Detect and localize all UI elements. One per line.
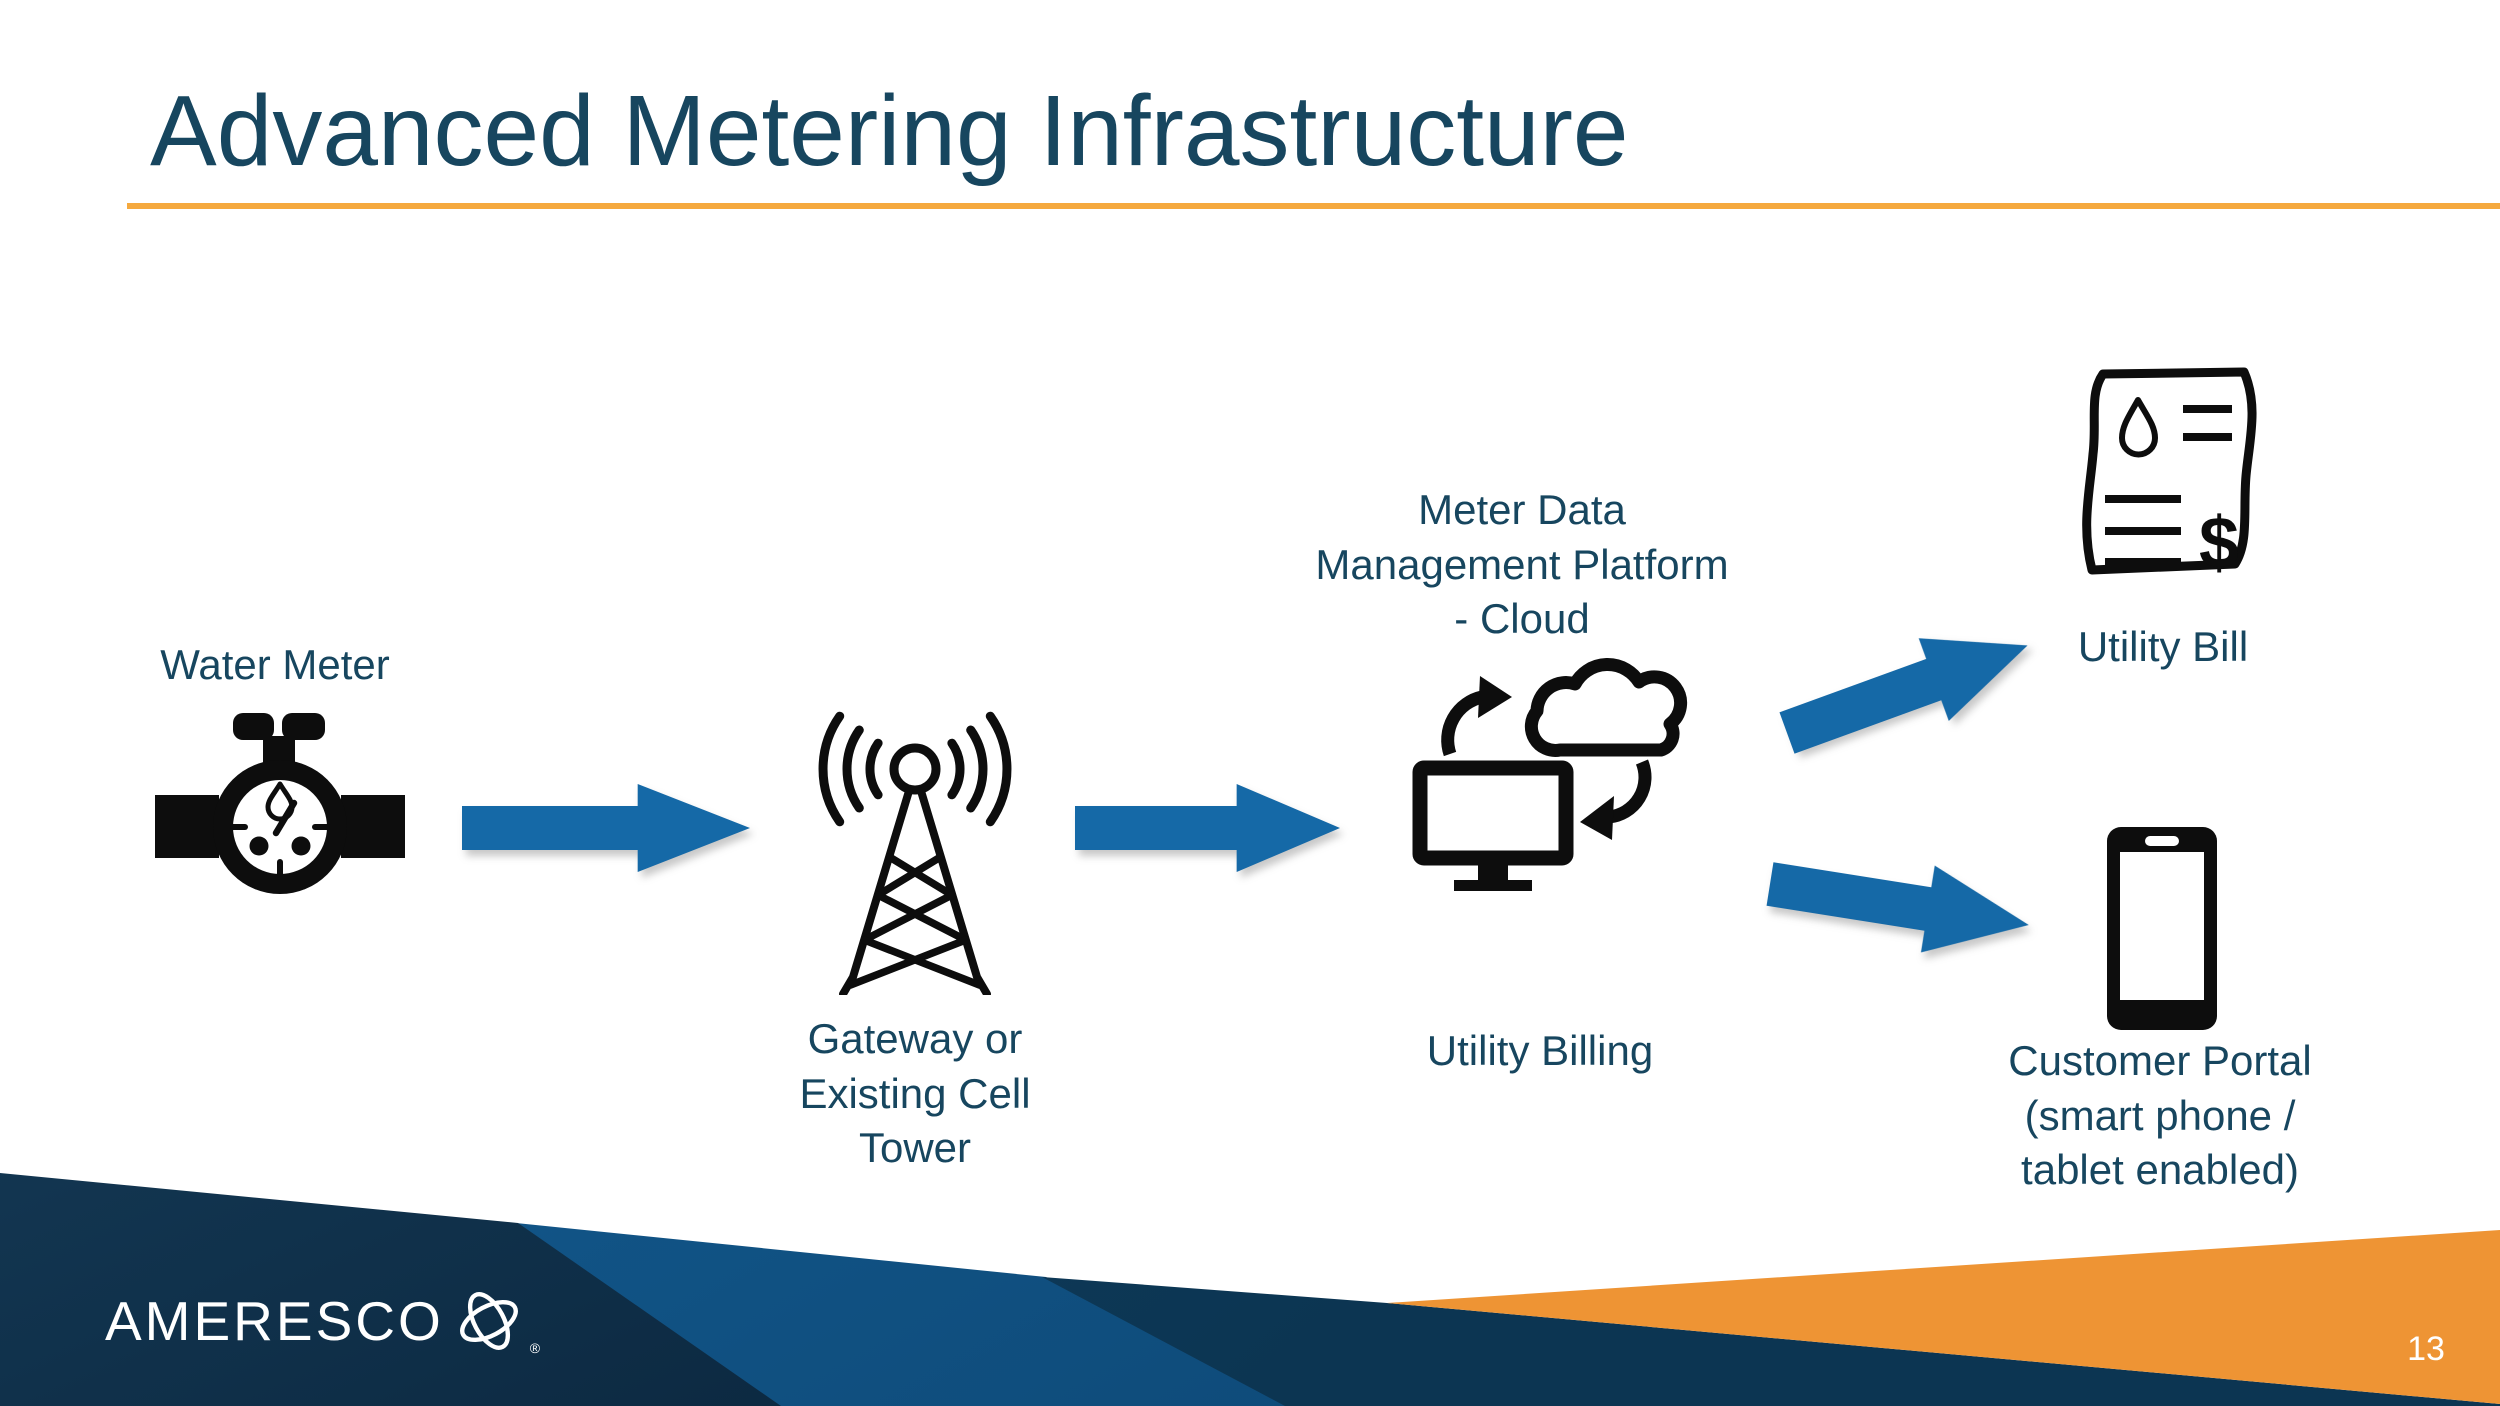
utility-bill-icon: $ [2082, 367, 2257, 583]
utility-bill-label: Utility Bill [2077, 623, 2249, 670]
mdm-platform-label: Meter Data Management Platform - Cloud [1315, 486, 1729, 643]
utility-billing-label: Utility Billing [1426, 1027, 1654, 1074]
right-arrow-icon [1763, 841, 2036, 969]
smartphone-icon [2107, 827, 2217, 1030]
dollar-sign-glyph: $ [2199, 503, 2239, 583]
page-number: 13 [2407, 1330, 2445, 1368]
ameresco-wordmark: AMERESCO [105, 1289, 444, 1352]
page-title: Advanced Metering Infrastructure [150, 75, 1629, 187]
right-arrow-icon [462, 784, 750, 872]
arrow-cloud-to-bill [1772, 604, 2043, 774]
ameresco-orbit-icon [459, 1292, 518, 1350]
right-arrow-icon [1772, 604, 2043, 774]
water-meter-icon [155, 713, 405, 894]
cell-tower-icon [818, 711, 1012, 995]
registered-trademark-symbol: ® [529, 1340, 541, 1356]
cloud-sync-monitor-icon [1412, 658, 1688, 891]
customer-portal-label: Customer Portal (smart phone / tablet en… [2008, 1037, 2312, 1194]
arrow-gateway-to-cloud [1075, 784, 1340, 872]
water-meter-label: Water Meter [160, 641, 390, 688]
arrow-meter-to-gateway [462, 784, 750, 872]
ameresco-logo: AMERESCO ® [105, 1282, 540, 1360]
title-underline [127, 203, 2500, 209]
gateway-label: Gateway or Existing Cell Tower [799, 1015, 1031, 1172]
right-arrow-icon [1075, 784, 1340, 872]
arrow-cloud-to-portal [1763, 841, 2036, 969]
